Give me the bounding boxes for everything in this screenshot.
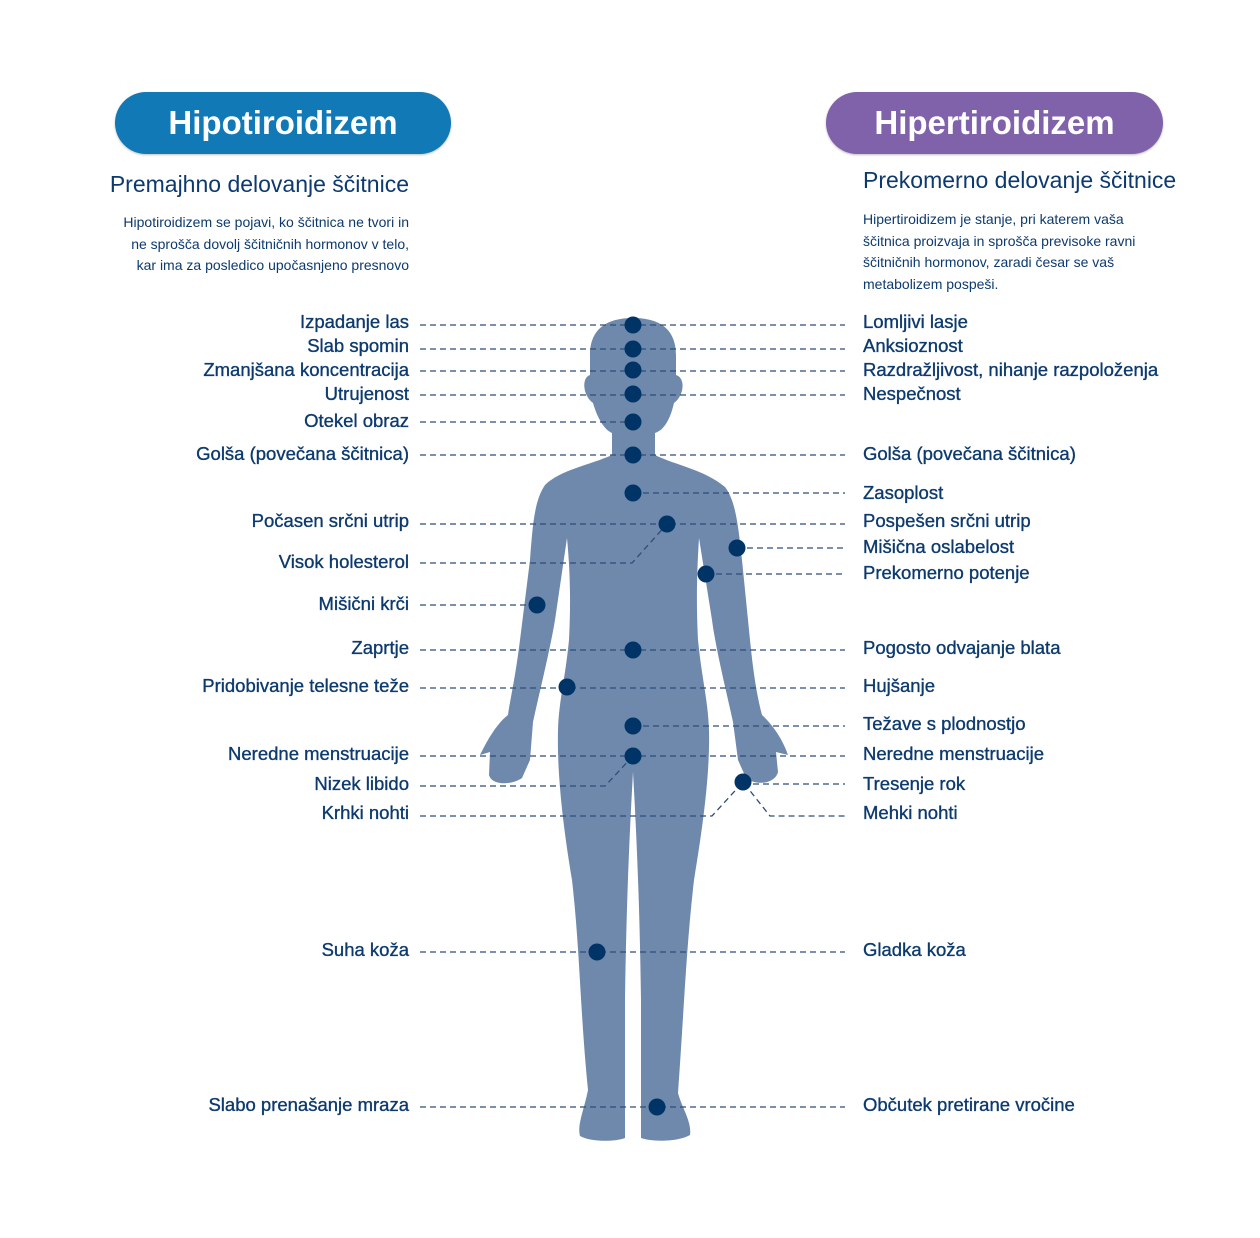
symptom-dot: [624, 717, 642, 735]
hyper-symptom-label: Mehki nohti: [863, 802, 958, 823]
hypo-symptom-label: Utrujenost: [325, 383, 409, 404]
hyper-symptom-label: Razdražljivost, nihanje razpoloženja: [863, 359, 1159, 380]
hyper-symptom-label: Pogosto odvajanje blata: [863, 637, 1061, 658]
hypo-symptom-label: Neredne menstruacije: [228, 743, 409, 764]
hypo-symptom-label: Zaprtje: [351, 637, 409, 658]
symptom-dot: [624, 747, 642, 765]
hyper-symptom-label: Neredne menstruacije: [863, 743, 1044, 764]
hypo-symptom-label: Krhki nohti: [322, 802, 409, 823]
hyper-description: Hipertiroidizem je stanje, pri katerem v…: [863, 209, 1135, 295]
hyper-symptom-label: Anksioznost: [863, 335, 963, 356]
symptom-dot: [624, 484, 642, 502]
hypo-symptom-label: Slab spomin: [307, 335, 409, 356]
hyper-symptom-label: Zasoplost: [863, 482, 943, 503]
hyper-symptom-label: Pospešen srčni utrip: [863, 510, 1031, 531]
symptom-dot: [624, 641, 642, 659]
hyper-symptom-label: Gladka koža: [863, 939, 967, 960]
symptom-dot: [624, 340, 642, 358]
hyper-symptom-label: Prekomerno potenje: [863, 562, 1030, 583]
symptom-dot: [728, 539, 746, 557]
symptom-dot: [588, 943, 606, 961]
hypo-description: Hipotiroidizem se pojavi, ko ščitnica ne…: [123, 212, 409, 277]
hypo-symptom-label: Pridobivanje telesne teže: [202, 675, 409, 696]
dashed-connector-line: [420, 523, 668, 564]
desc-line: ščitnica proizvaja in sprošča previsoke …: [863, 232, 1136, 249]
hypo-symptom-label: Nizek libido: [314, 773, 409, 794]
symptom-dot: [624, 385, 642, 403]
desc-line: Hipertiroidizem je stanje, pri katerem v…: [863, 211, 1124, 227]
hypo-symptom-label: Golša (povečana ščitnica): [196, 443, 409, 464]
hypo-symptom-label: Visok holesterol: [279, 551, 409, 572]
symptom-dot: [624, 446, 642, 464]
hyper-symptom-label: Mišična oslabelost: [863, 536, 1014, 557]
hyper-symptom-label: Težave s plodnostjo: [863, 713, 1026, 734]
connector-lines: [420, 324, 845, 1108]
desc-line: metabolizem pospeši.: [863, 275, 999, 292]
symptom-dot: [624, 316, 642, 334]
dashed-connector-line: [420, 755, 634, 787]
hyper-symptom-labels: Lomljivi lasjeAnksioznostRazdražljivost,…: [863, 311, 1159, 1115]
hyper-symptom-label: Občutek pretirane vročine: [863, 1094, 1075, 1115]
hypo-symptom-label: Izpadanje las: [300, 311, 409, 332]
hypo-symptom-label: Suha koža: [322, 939, 410, 960]
hyper-symptom-label: Tresenje rok: [863, 773, 966, 794]
hyper-symptom-label: Lomljivi lasje: [863, 311, 968, 332]
hyperthyroidism-title-badge: Hipertiroidizem: [826, 92, 1163, 154]
hypo-symptom-label: Počasen srčni utrip: [252, 510, 409, 531]
symptom-dot: [697, 565, 715, 583]
hypo-symptom-label: Mišični krči: [319, 593, 409, 614]
hyper-symptom-label: Golša (povečana ščitnica): [863, 443, 1076, 464]
symptom-dot: [624, 361, 642, 379]
hyper-symptom-label: Hujšanje: [863, 675, 935, 696]
desc-line: kar ima za posledico upočasnjeno presnov…: [136, 257, 409, 273]
desc-line: ne sprošča dovolj ščitničnih hormonov v …: [131, 235, 409, 252]
symptom-dot: [624, 413, 642, 431]
symptom-dots: [528, 316, 752, 1116]
dashed-connector-line: [420, 780, 845, 817]
hypo-symptom-label: Zmanjšana koncentracija: [203, 359, 409, 380]
symptom-dot: [558, 678, 576, 696]
hypo-subtitle: Premajhno delovanje ščitnice: [109, 171, 409, 197]
symptom-dot: [734, 773, 752, 791]
hypo-symptom-label: Otekel obraz: [304, 410, 409, 431]
hyper-symptom-label: Nespečnost: [863, 383, 961, 404]
symptom-dot: [658, 515, 676, 533]
desc-line: Hipotiroidizem se pojavi, ko ščitnica ne…: [123, 214, 409, 230]
hypo-symptom-label: Slabo prenašanje mraza: [208, 1094, 409, 1115]
desc-line: ščitničnih hormonov, zaradi česar se vaš: [863, 254, 1115, 270]
symptom-dot: [648, 1098, 666, 1116]
hyper-subtitle: Prekomerno delovanje ščitnice: [863, 167, 1177, 193]
symptom-dot: [528, 596, 546, 614]
hypothyroidism-title-badge: Hipotiroidizem: [115, 92, 451, 154]
